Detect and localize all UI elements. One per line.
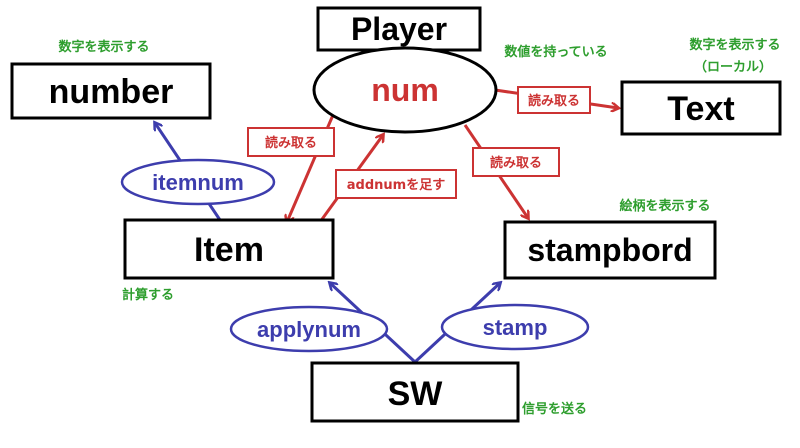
- num-oval: num: [312, 46, 498, 134]
- num-label: num: [371, 72, 439, 108]
- sw-box: SW: [310, 361, 520, 423]
- sw-label: SW: [388, 375, 444, 413]
- addnum-label-text: addnumを足す: [347, 178, 445, 193]
- applynum-oval: applynum: [229, 305, 389, 353]
- stampbord-box: stampbord: [503, 220, 717, 280]
- item-box: Item: [123, 218, 335, 280]
- text-label: Text: [667, 90, 734, 128]
- note-text-local: （ローカル）: [694, 59, 772, 75]
- note-sw-desc: 信号を送る: [522, 401, 587, 417]
- note-stampbord-desc: 絵柄を表示する: [619, 198, 710, 214]
- text-box: Text: [620, 80, 782, 136]
- itemnum-label: itemnum: [152, 170, 244, 195]
- number-box: number: [10, 62, 212, 120]
- note-player-desc: 数値を持っている: [504, 44, 607, 60]
- read-label-stampbord: 読み取る: [472, 147, 560, 177]
- read-label-text-text: 読み取る: [528, 93, 580, 109]
- read-label-stampbord-text: 読み取る: [490, 155, 542, 171]
- player-box: Player: [316, 6, 482, 52]
- stamp-oval: stamp: [440, 303, 590, 351]
- stamp-label: stamp: [483, 315, 548, 340]
- itemnum-oval: itemnum: [120, 158, 276, 206]
- note-item-desc: 計算する: [122, 287, 174, 303]
- item-label: Item: [194, 231, 264, 269]
- read-label-text: 読み取る: [517, 86, 591, 114]
- number-label: number: [49, 73, 174, 111]
- note-number-desc: 数字を表示する: [58, 39, 149, 55]
- player-label: Player: [351, 11, 447, 47]
- read-label-item: 読み取る: [247, 127, 335, 157]
- stampbord-label: stampbord: [527, 232, 692, 268]
- read-label-item-text: 読み取る: [265, 135, 317, 151]
- note-text-desc: 数字を表示する: [689, 37, 780, 53]
- addnum-label: addnumを足す: [335, 169, 457, 199]
- applynum-label: applynum: [257, 317, 361, 342]
